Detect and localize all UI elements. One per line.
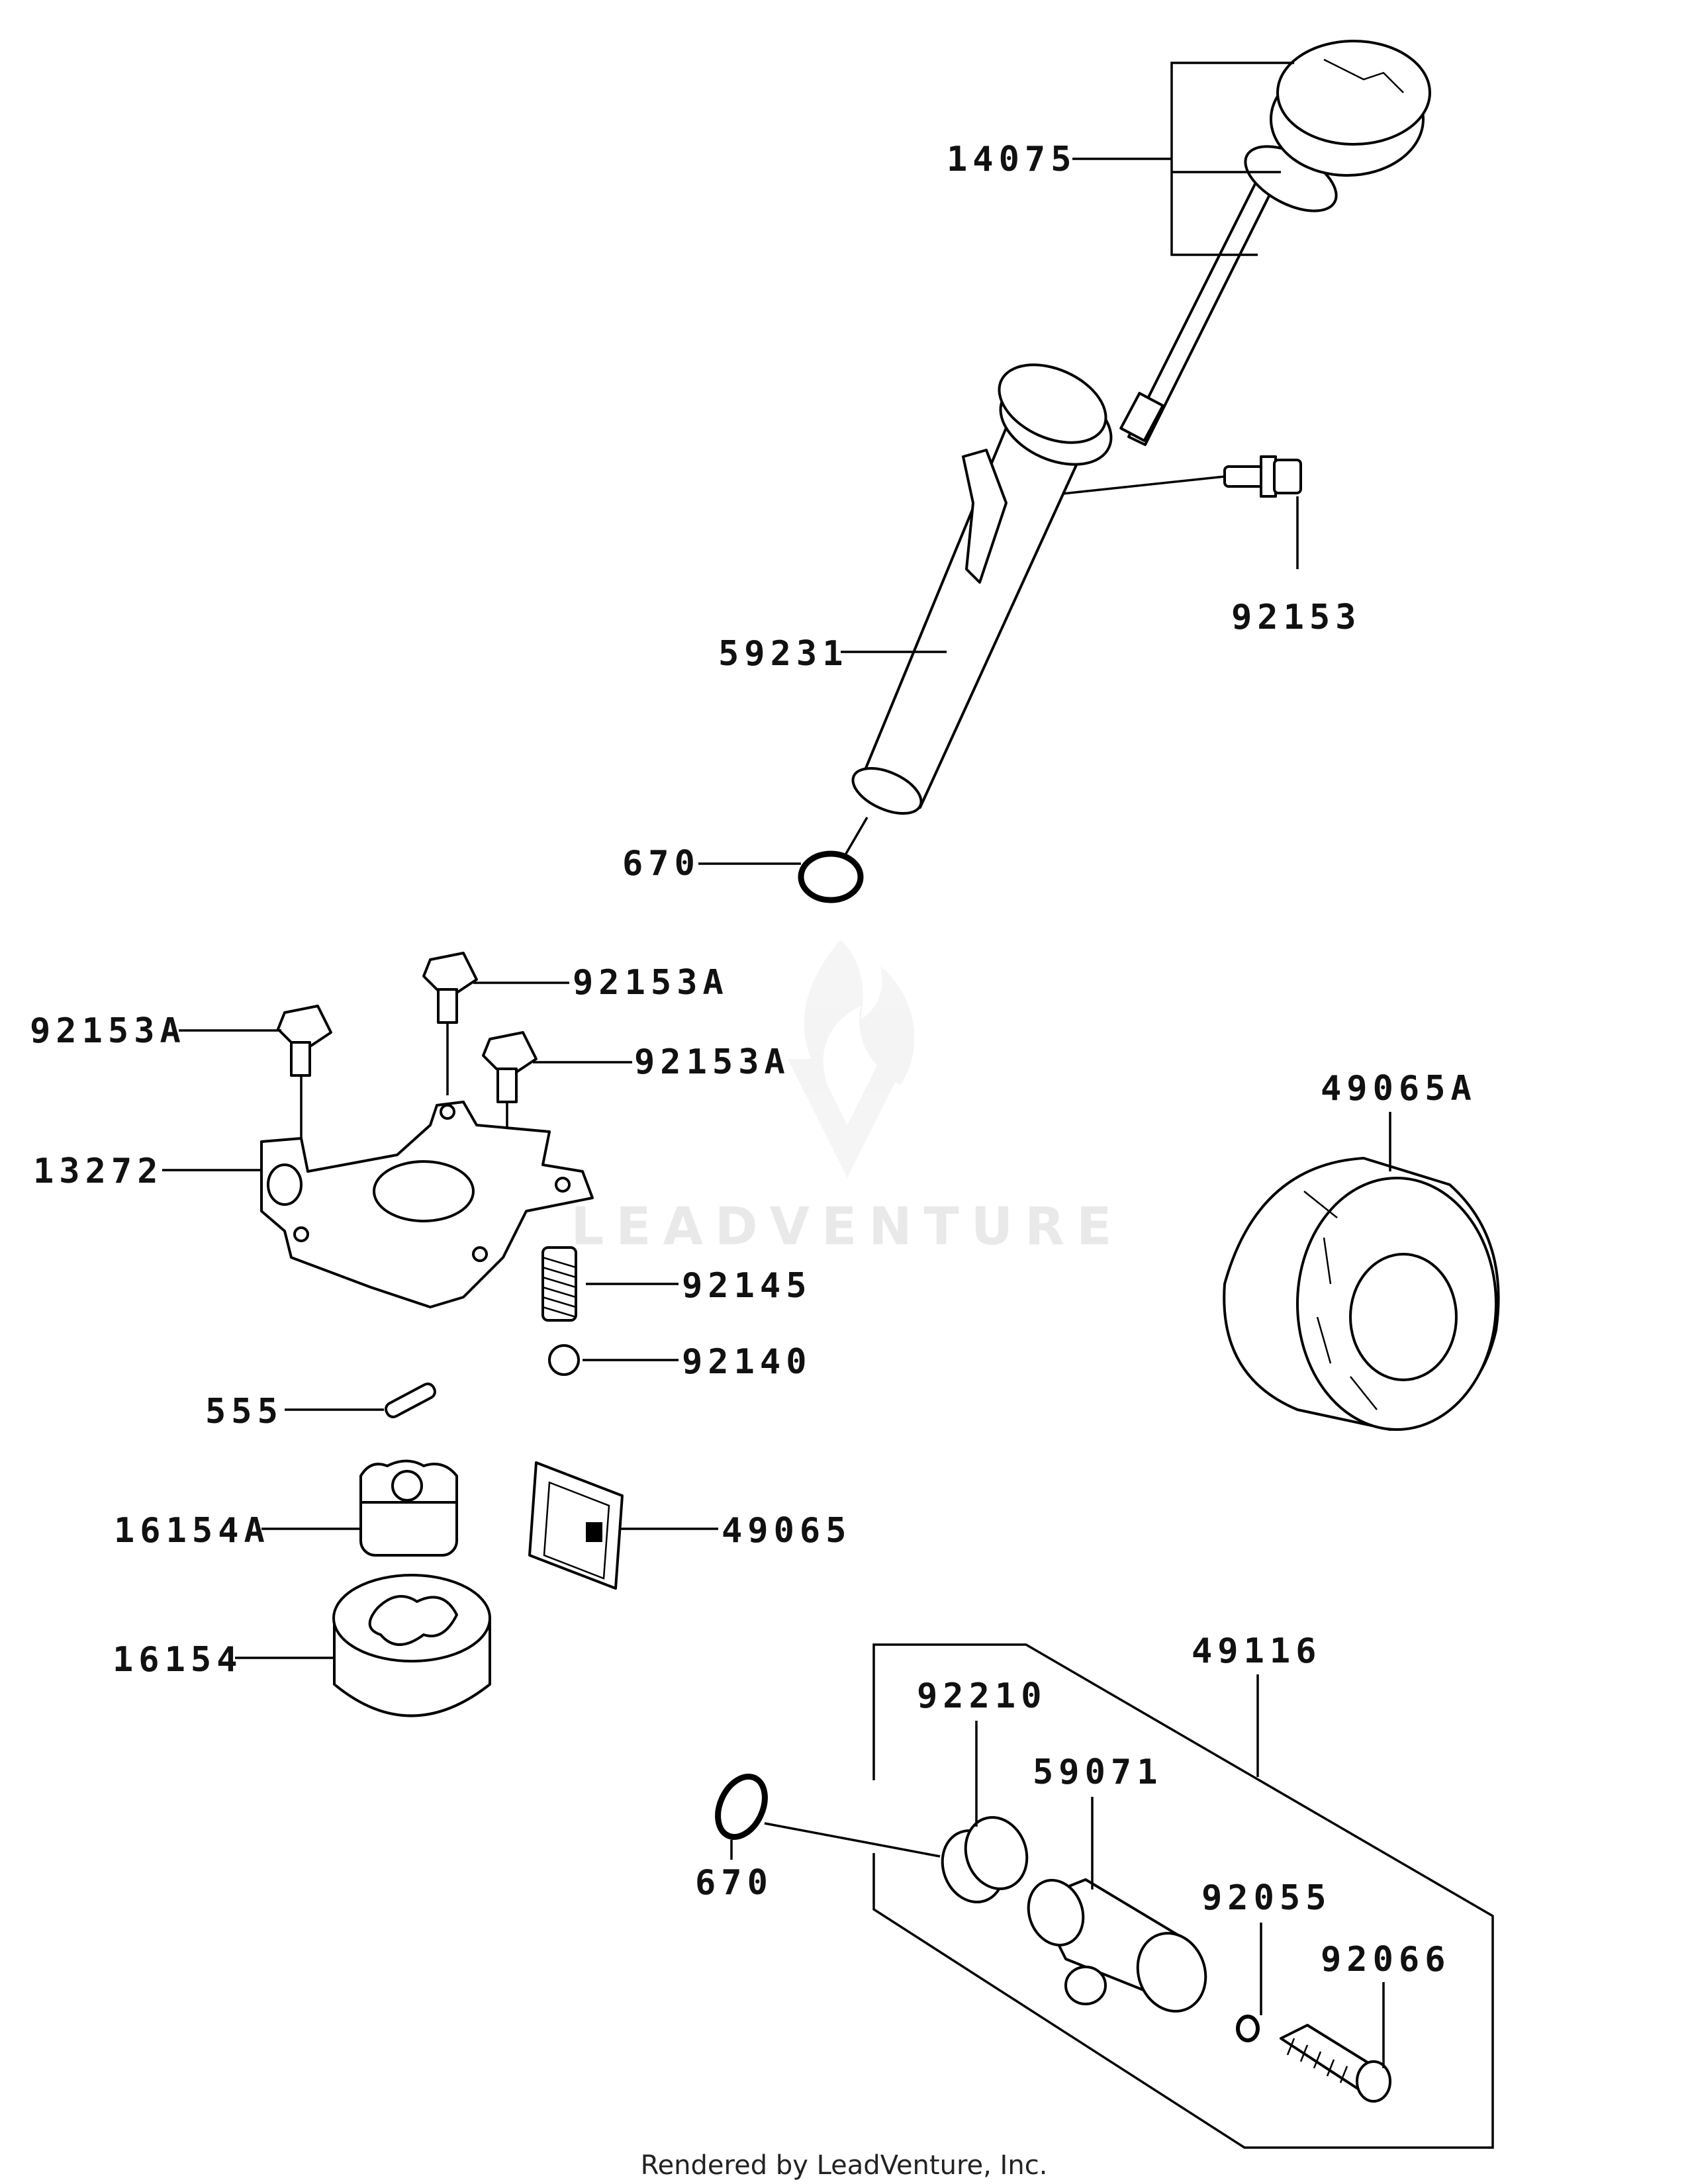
fill-tube-59231[interactable]	[846, 349, 1123, 823]
callout-49065[interactable]: 49065	[722, 1511, 852, 1551]
spring-92145[interactable]	[541, 1246, 577, 1322]
callout-92145[interactable]: 92145	[682, 1266, 812, 1306]
callout-92066[interactable]: 92066	[1321, 1940, 1451, 1979]
washer-92055[interactable]	[1236, 2015, 1260, 2042]
outer-rotor-16154[interactable]	[332, 1574, 491, 1717]
callout-92153[interactable]: 92153	[1231, 598, 1362, 637]
valve-body-59071[interactable]	[1019, 1872, 1216, 2021]
bolt-92153a-2[interactable]	[422, 952, 478, 1024]
leader-670-bottom-part	[764, 1822, 941, 1858]
callout-16154a[interactable]: 16154A	[114, 1511, 270, 1551]
inner-rotor-16154a[interactable]	[359, 1459, 458, 1557]
bolt-92153a-3[interactable]	[482, 1031, 538, 1103]
callout-49065a[interactable]: 49065A	[1321, 1069, 1477, 1109]
callout-555[interactable]: 555	[205, 1392, 283, 1432]
o-ring-670-top[interactable]	[798, 850, 864, 903]
callout-92140[interactable]: 92140	[682, 1342, 812, 1382]
footer-credit: Rendered by LeadVenture, Inc.	[641, 2150, 1048, 2181]
ball-92140[interactable]	[548, 1344, 580, 1376]
callout-92153a-2[interactable]: 92153A	[573, 963, 729, 1003]
o-ring-670-bottom[interactable]	[709, 1769, 774, 1844]
leader-14075	[1072, 62, 1294, 256]
callout-59071[interactable]: 59071	[1033, 1752, 1163, 1792]
dipstick-part[interactable]	[1119, 40, 1431, 446]
strainer-49065[interactable]	[528, 1461, 624, 1590]
callout-670-top[interactable]: 670	[622, 844, 700, 884]
callout-49116[interactable]: 49116	[1192, 1631, 1322, 1671]
callout-92210[interactable]: 92210	[917, 1676, 1047, 1716]
callout-92153a-1[interactable]: 92153A	[30, 1011, 186, 1051]
bolt-92153a-1[interactable]	[277, 1005, 332, 1077]
callout-16154[interactable]: 16154	[113, 1640, 243, 1680]
callout-670-bottom[interactable]: 670	[695, 1863, 773, 1903]
callout-14075[interactable]: 14075	[947, 140, 1077, 179]
assembly-frame-49116	[872, 1643, 1494, 2149]
screw-92066[interactable]	[1280, 2024, 1391, 2103]
watermark-text: LEADVENTURE	[571, 1197, 1124, 1257]
bolt-92153[interactable]	[1223, 455, 1302, 498]
callout-92153a-3[interactable]: 92153A	[634, 1042, 790, 1082]
oil-filter-49065a[interactable]	[1223, 1157, 1500, 1431]
leader-670-tube	[843, 817, 868, 858]
plate-13272[interactable]	[260, 1101, 594, 1308]
callout-59231[interactable]: 59231	[718, 634, 849, 674]
nut-92210[interactable]	[933, 1809, 1037, 1911]
watermark-logo	[788, 940, 915, 1178]
pin-555[interactable]	[384, 1382, 438, 1420]
callout-92055[interactable]: 92055	[1201, 1878, 1332, 1918]
callout-13272[interactable]: 13272	[33, 1152, 164, 1191]
